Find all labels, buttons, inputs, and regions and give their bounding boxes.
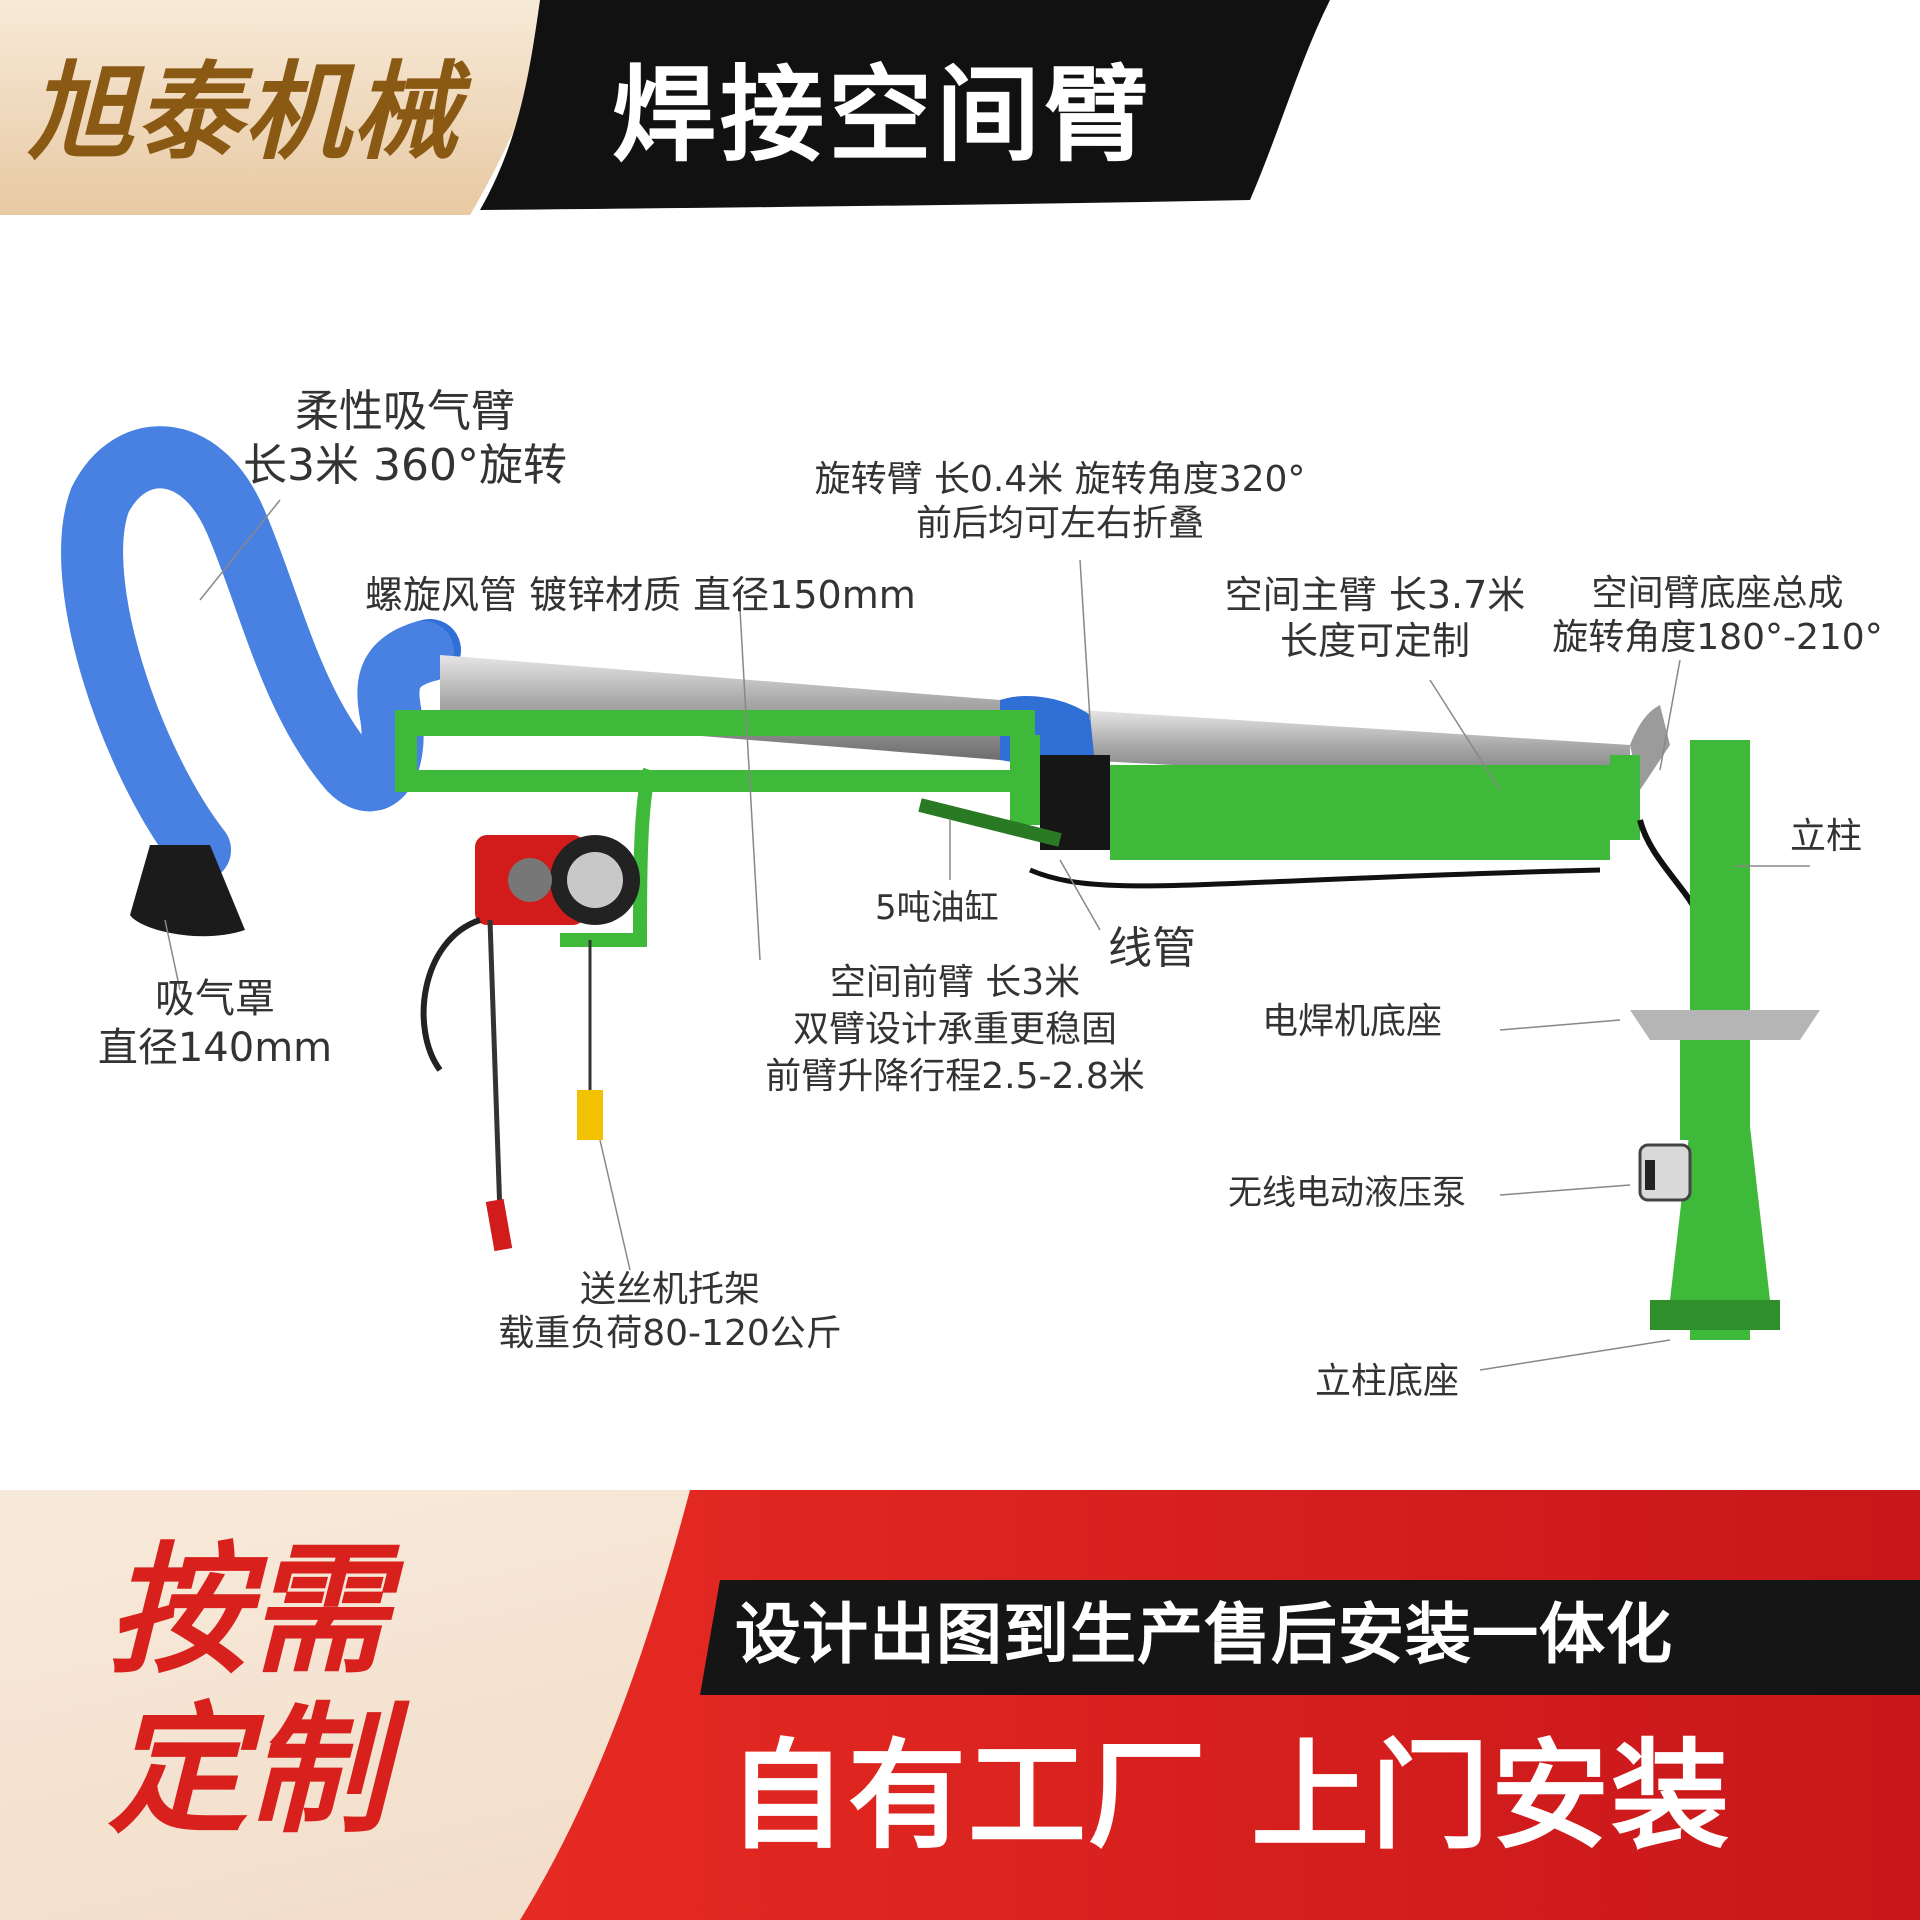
label-rotating-arm: 旋转臂 长0.4米 旋转角度320° 前后均可左右折叠 [814, 459, 1306, 544]
custom-tag-line1: 按需 [108, 1530, 389, 1693]
label-oil-cylinder: 5吨油缸 [875, 888, 999, 928]
label-suction-hood: 吸气罩 直径140mm [97, 976, 333, 1071]
slogan-banner: 设计出图到生产售后安装一体化 [735, 1596, 1673, 1673]
footer-banner [0, 1490, 1920, 1920]
front-arm [395, 710, 1040, 825]
brand-name: 旭泰机械 [28, 51, 460, 174]
label-flexible-arm: 柔性吸气臂 长3米 360°旋转 [243, 386, 567, 491]
suction-hood [130, 845, 245, 937]
page-title: 焊接空间臂 [612, 54, 1153, 176]
label-front-arm: 空间前臂 长3米 双臂设计承重更稳固 前臂升降行程2.5-2.8米 [765, 962, 1145, 1097]
feeder-bracket [560, 767, 657, 947]
label-column: 立柱 [1790, 816, 1863, 857]
label-hydraulic-pump: 无线电动液压泵 [1228, 1173, 1466, 1213]
welding-arm-illustration [61, 426, 1820, 1371]
custom-tag-line2: 定制 [108, 1690, 389, 1853]
tagline-banner: 自有工厂 上门安装 [728, 1727, 1732, 1865]
header-banner [0, 0, 1920, 215]
label-spiral-duct: 螺旋风管 镀锌材质 直径150mm [365, 573, 916, 617]
label-welder-base: 电焊机底座 [1262, 1001, 1443, 1042]
spiral-duct [440, 655, 1000, 760]
label-base-assembly: 空间臂底座总成 旋转角度180°-210° [1552, 573, 1883, 658]
oil-cylinder [918, 798, 1062, 847]
main-arm [1110, 755, 1640, 860]
label-conduit: 线管 [1108, 923, 1196, 974]
label-feeder-bracket: 送丝机托架 载重负荷80-120公斤 [498, 1269, 842, 1354]
welder-base-plate [1630, 1010, 1820, 1040]
label-main-arm: 空间主臂 长3.7米 长度可定制 [1224, 573, 1526, 664]
remote-pendant [577, 1090, 603, 1140]
label-column-base: 立柱底座 [1315, 1361, 1460, 1402]
